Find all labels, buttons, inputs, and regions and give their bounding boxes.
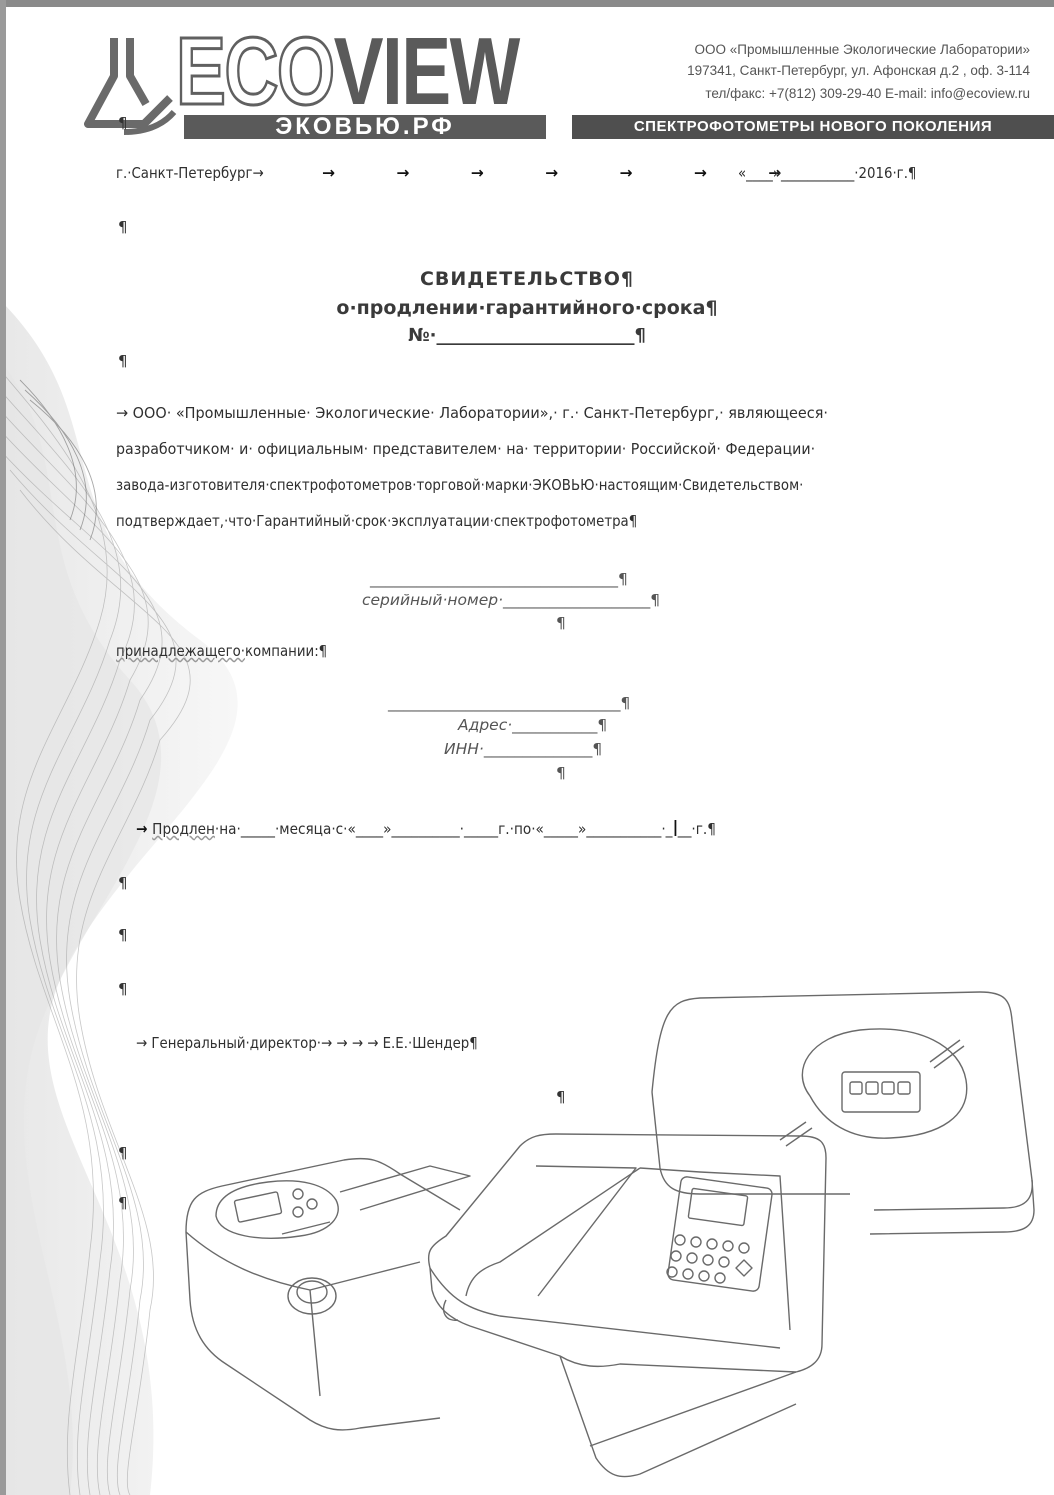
flask-logo-icon xyxy=(84,38,177,135)
pilcrow-mark: ¶ xyxy=(118,874,128,892)
document-number: №·______________________¶ xyxy=(408,325,646,346)
owner-label-row: принадлежащего·компании:¶ xyxy=(116,642,327,660)
pilcrow-mark: ¶ xyxy=(118,1194,128,1212)
company-address: 197341, Санкт-Петербург, ул. Афонская д.… xyxy=(687,63,1030,78)
wave-decoration xyxy=(0,300,238,1495)
logo-eco: ECO xyxy=(175,18,336,125)
inn-label: ИНН· xyxy=(444,740,484,758)
serial-number-blank: ___________________¶ xyxy=(503,591,661,609)
logo-view: VIEW xyxy=(333,18,521,125)
spectrophotometer-left-icon xyxy=(185,1157,471,1431)
device-blank: ________________________________¶ xyxy=(370,570,628,588)
pilcrow-mark: ¶ xyxy=(556,764,566,782)
address-label: Адрес· xyxy=(458,716,513,734)
text-cursor xyxy=(674,820,677,836)
extension-line: → Продлен·на·_____·месяца·с·«____»______… xyxy=(136,820,716,838)
pilcrow-mark: ¶ xyxy=(118,114,128,132)
tab-arrow: → xyxy=(136,820,153,838)
address-blank: ___________¶ xyxy=(512,716,608,734)
signature-line: → Генеральный·директор·→ → → → Е.Е.·Шенд… xyxy=(136,1034,478,1052)
spectrophotometer-right-icon xyxy=(651,991,1035,1235)
logo-domain: ЭКОВЬЮ.РФ xyxy=(184,115,546,139)
pilcrow-mark: ¶ xyxy=(118,1144,128,1162)
spectrophotometer-middle-icon xyxy=(427,1133,827,1478)
address-row: Адрес·___________¶ xyxy=(458,716,607,734)
body-line-1: → ООО· «Промышленные· Экологические· Лаб… xyxy=(116,404,828,422)
extension-text: ·на·_____·месяца·с·«____»__________·____… xyxy=(214,820,673,838)
keypad-icon xyxy=(666,1234,753,1284)
pilcrow-mark: ¶ xyxy=(118,980,128,998)
date-line-tabs: → → → → → → → xyxy=(322,164,810,182)
left-border xyxy=(0,0,6,1495)
company-name: ООО «Промышленные Экологические Лаборато… xyxy=(694,42,1031,57)
extension-word: Продлен xyxy=(152,820,215,838)
pilcrow-mark: ¶ xyxy=(118,352,128,370)
owner-label-2: компании:¶ xyxy=(245,642,328,660)
serial-number-row: серийный·номер·___________________¶ xyxy=(362,591,660,609)
pilcrow-mark: ¶ xyxy=(118,218,128,236)
body-line-2: разработчиком· и· официальным· представи… xyxy=(116,440,816,458)
logo-wordmark: ECOVIEW xyxy=(175,22,520,121)
body-line-4: подтверждает,·что·Гарантийный·срок·экспл… xyxy=(116,512,638,530)
top-border xyxy=(0,0,1054,7)
body-line-3: завода-изготовителя·спектрофотометров·то… xyxy=(116,476,804,494)
owner-label: принадлежащего· xyxy=(116,642,245,660)
inn-blank: ______________¶ xyxy=(483,740,603,758)
date-line-city: г.·Санкт-Петербург→ xyxy=(116,164,264,182)
company-contacts: тел/факс: +7(812) 309-29-40 E-mail: info… xyxy=(705,86,1030,101)
slogan: СПЕКТРОФОТОМЕТРЫ НОВОГО ПОКОЛЕНИЯ xyxy=(572,115,1054,139)
pilcrow-mark: ¶ xyxy=(118,926,128,944)
document-title: СВИДЕТЕЛЬСТВО¶ xyxy=(419,268,635,290)
inn-row: ИНН·______________¶ xyxy=(444,740,602,758)
owner-blank: ______________________________¶ xyxy=(388,694,631,712)
pilcrow-mark: ¶ xyxy=(556,614,566,632)
pilcrow-mark: ¶ xyxy=(556,1088,566,1106)
extension-tail: __·г.¶ xyxy=(677,820,716,838)
document-subtitle: о·продлении·гарантийного·срока¶ xyxy=(336,297,718,319)
date-blank: «____»___________·2016·г.¶ xyxy=(738,164,917,182)
serial-number-label: серийный·номер· xyxy=(362,591,504,609)
